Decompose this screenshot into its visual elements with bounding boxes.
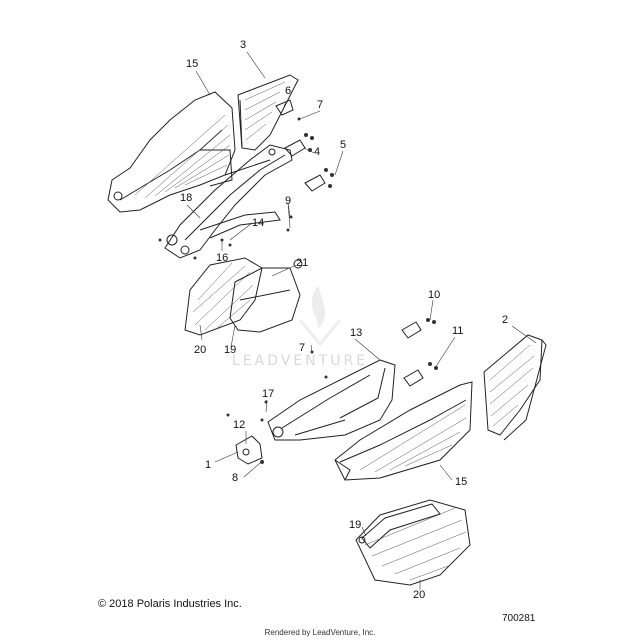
rendered-by-text: Rendered by LeadVenture, Inc.	[264, 628, 376, 637]
part-19-lower-strap	[358, 503, 441, 549]
part-21-strap	[229, 259, 303, 333]
callout-20-upper: 20	[194, 344, 207, 356]
callout-16: 16	[216, 252, 229, 264]
watermark-logo-icon	[298, 285, 342, 347]
callout-5: 5	[340, 139, 347, 151]
callout-11: 11	[452, 325, 464, 337]
part-20-lower-door-bag	[355, 499, 471, 586]
part-15-lower-side-panel	[334, 381, 473, 481]
leader-lines	[186, 51, 537, 590]
callout-21: 21	[296, 257, 309, 269]
callout-7-lower: 7	[299, 342, 306, 354]
part-15-upper-side-panel	[107, 91, 236, 213]
part-20-upper-door-bag	[184, 257, 263, 336]
part-5-hinge	[304, 168, 334, 192]
callout-18: 18	[180, 192, 193, 204]
callout-2: 2	[502, 314, 509, 326]
part-4-hinge	[284, 133, 314, 157]
fasteners-lower	[226, 350, 328, 422]
part-6-bracket	[275, 99, 294, 116]
part-18-upper-door-frame	[164, 144, 293, 259]
callout-10: 10	[428, 289, 441, 301]
part-10-hinge	[401, 318, 436, 339]
callout-20-lower: 20	[413, 589, 426, 601]
callout-13: 13	[350, 327, 363, 339]
part-12-latch	[235, 435, 264, 465]
callout-12: 12	[233, 419, 246, 431]
callout-7-upper: 7	[317, 99, 324, 111]
callout-19-lower: 19	[349, 519, 362, 531]
callout-19-upper: 19	[224, 344, 237, 356]
diagram-id: 700281	[502, 613, 536, 624]
callout-9: 9	[285, 195, 292, 207]
part-2-rear-panel	[483, 334, 547, 441]
callout-15-lower: 15	[455, 476, 468, 488]
part-13-lower-door-frame	[267, 359, 396, 441]
callout-8: 8	[232, 472, 239, 484]
callout-17: 17	[262, 388, 275, 400]
callout-3: 3	[240, 39, 247, 51]
fasteners-upper	[158, 117, 301, 260]
watermark-text: LEADVENTURE	[232, 353, 369, 369]
callout-4: 4	[314, 146, 321, 158]
callout-6: 6	[285, 85, 292, 97]
callout-1: 1	[205, 459, 212, 471]
copyright-text: © 2018 Polaris Industries Inc.	[98, 598, 242, 610]
callout-15-upper: 15	[186, 58, 199, 70]
callout-14: 14	[252, 217, 265, 229]
part-11-hinge	[403, 362, 438, 387]
part-3-rear-panel	[237, 74, 299, 151]
